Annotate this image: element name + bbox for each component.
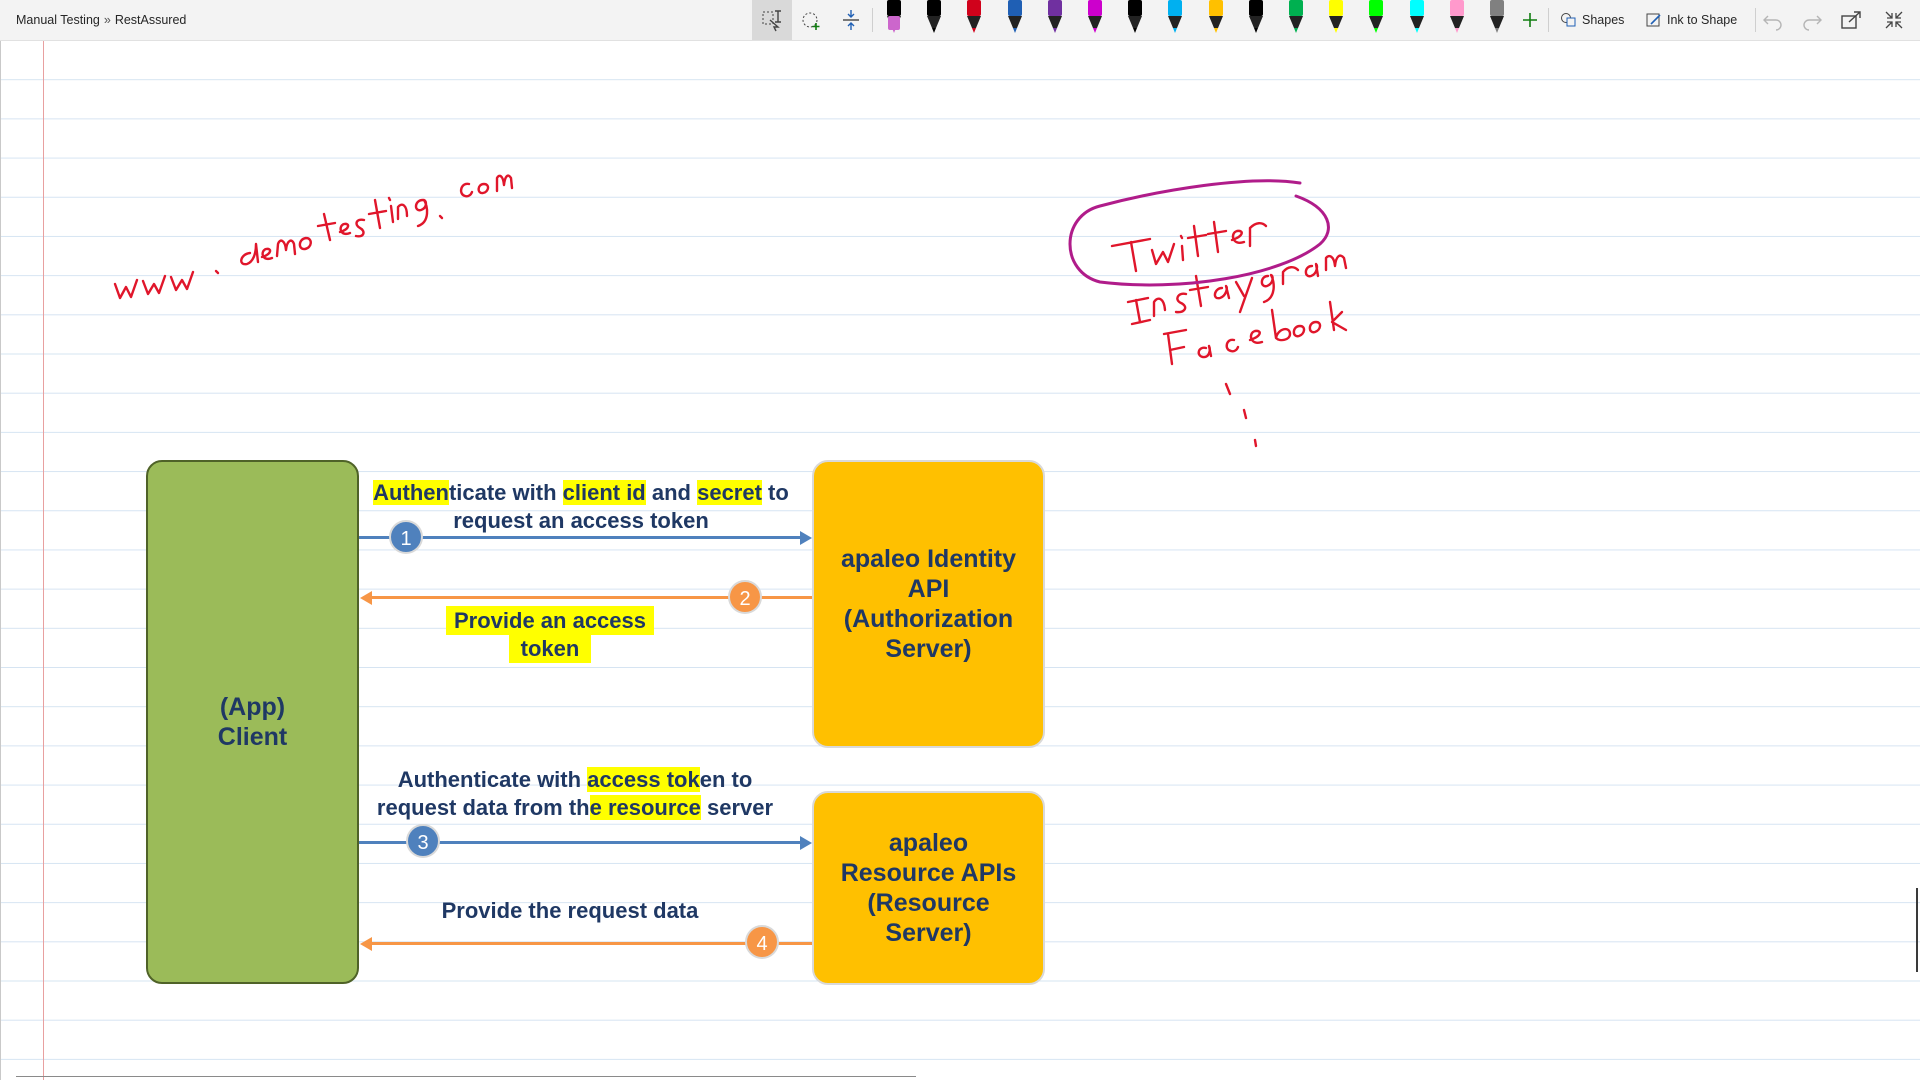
- step-1-label: Authenticate with client id and secret t…: [366, 479, 796, 535]
- step-1-text-f: to: [761, 480, 789, 505]
- vertical-scrollbar[interactable]: [1916, 888, 1918, 972]
- add-space-lasso-icon[interactable]: [800, 8, 824, 32]
- shapes-button[interactable]: Shapes: [1560, 0, 1624, 40]
- resource-line-3: (Resource: [867, 889, 990, 917]
- step-3-text-b: access tok: [587, 767, 700, 792]
- step-1-text-a: Authen: [373, 480, 449, 505]
- step-1-text-d: and: [645, 480, 698, 505]
- content-divider: [16, 1076, 916, 1077]
- step-3-text-d: request data from th: [376, 795, 590, 820]
- pen-3-icon[interactable]: [959, 0, 989, 34]
- pen-7-icon[interactable]: [1120, 0, 1150, 34]
- ink-to-shape-icon: [1646, 13, 1661, 27]
- step-4-arrowhead: [360, 937, 372, 951]
- step-2-arrow: [372, 596, 812, 599]
- client-box: (App) Client: [146, 460, 359, 984]
- pen-16-icon[interactable]: [1482, 0, 1512, 34]
- step-1-text-c: client id: [562, 480, 646, 505]
- breadcrumb-page[interactable]: RestAssured: [114, 13, 187, 27]
- authorization-server-box: apaleo Identity API (Authorization Serve…: [812, 460, 1045, 748]
- step-3-arrowhead: [800, 836, 812, 850]
- step-1-text-b: ticate with: [448, 480, 563, 505]
- highlight-circle-annotation: [1068, 179, 1330, 287]
- ink-to-shape-button[interactable]: Ink to Shape: [1645, 0, 1737, 40]
- step-2-arrowhead: [360, 591, 372, 605]
- step-3-text-e: e resource: [589, 795, 701, 820]
- step-4-label: Provide the request data: [400, 897, 740, 925]
- pen-11-icon[interactable]: [1281, 0, 1311, 34]
- share-icon[interactable]: [1839, 8, 1863, 32]
- step-3-arrow: [359, 841, 802, 844]
- page-margin-line: [43, 41, 44, 1080]
- lasso-select-icon: [762, 10, 781, 32]
- undo-icon[interactable]: [1761, 8, 1785, 32]
- breadcrumb-notebook[interactable]: Manual Testing: [16, 13, 100, 27]
- step-3-label: Authenticate with access token to reques…: [360, 766, 790, 822]
- breadcrumb: Manual Testing»RestAssured: [16, 0, 186, 40]
- resource-line-2: Resource APIs: [840, 859, 1017, 887]
- step-3-badge: 3: [406, 824, 440, 858]
- pen-8-icon[interactable]: [1160, 0, 1190, 34]
- resource-line-4: Server): [885, 919, 972, 947]
- ribbon-toolbar: Manual Testing»RestAssured Shapes Ink to…: [0, 0, 1920, 41]
- step-2-label: Provide an access token: [440, 606, 660, 663]
- step-1-arrow: [359, 536, 802, 539]
- insert-space-icon[interactable]: [839, 8, 863, 32]
- step-3-text-a: Authenticate with: [397, 767, 588, 792]
- pen-2-icon[interactable]: [919, 0, 949, 34]
- pen-5-icon[interactable]: [1040, 0, 1070, 34]
- auth-line-4: Server): [885, 635, 972, 663]
- auth-line-3: (Authorization: [843, 605, 1014, 633]
- pen-6-icon[interactable]: [1080, 0, 1110, 34]
- step-3-text-c: en to: [699, 767, 753, 792]
- step-3-text-f: server: [700, 795, 774, 820]
- handwritten-platform-list: [1110, 220, 1348, 448]
- handwritten-url-note: [113, 174, 514, 300]
- shapes-icon: [1561, 13, 1576, 27]
- auth-line-2: API: [907, 575, 950, 603]
- ink-to-shape-label: Ink to Shape: [1667, 13, 1738, 27]
- step-4-arrow: [372, 942, 812, 945]
- client-line-2: Client: [217, 723, 288, 751]
- pen-4-icon[interactable]: [1000, 0, 1030, 34]
- pen-10-icon[interactable]: [1241, 0, 1271, 34]
- pen-9-icon[interactable]: [1201, 0, 1231, 34]
- auth-line-1: apaleo Identity: [840, 545, 1017, 573]
- pen-14-icon[interactable]: [1402, 0, 1432, 34]
- step-2-badge: 2: [728, 580, 762, 614]
- lasso-select-tool[interactable]: [752, 0, 792, 40]
- step-1-text-e: secret: [697, 480, 762, 505]
- breadcrumb-separator: »: [103, 13, 111, 27]
- step-1-arrowhead: [800, 531, 812, 545]
- step-4-badge: 4: [745, 925, 779, 959]
- step-2-line-1: Provide an access: [445, 606, 654, 635]
- step-2-line-2: token: [508, 634, 592, 663]
- pen-13-icon[interactable]: [1361, 0, 1391, 34]
- step-4-line-1: Provide the request data: [441, 898, 699, 923]
- step-1-line-2: request an access token: [453, 508, 709, 533]
- collapse-ribbon-icon[interactable]: [1882, 8, 1906, 32]
- resource-server-box: apaleo Resource APIs (Resource Server): [812, 791, 1045, 985]
- resource-line-1: apaleo: [888, 829, 969, 857]
- page-left-border: [0, 41, 1, 1080]
- pen-12-icon[interactable]: [1321, 0, 1351, 34]
- pen-1-icon[interactable]: [879, 0, 909, 34]
- redo-icon[interactable]: [1800, 8, 1824, 32]
- shapes-label: Shapes: [1582, 13, 1625, 27]
- client-line-1: (App): [219, 693, 286, 721]
- add-pen-icon[interactable]: [1518, 8, 1542, 32]
- step-1-badge: 1: [389, 520, 423, 554]
- pen-15-icon[interactable]: [1442, 0, 1472, 34]
